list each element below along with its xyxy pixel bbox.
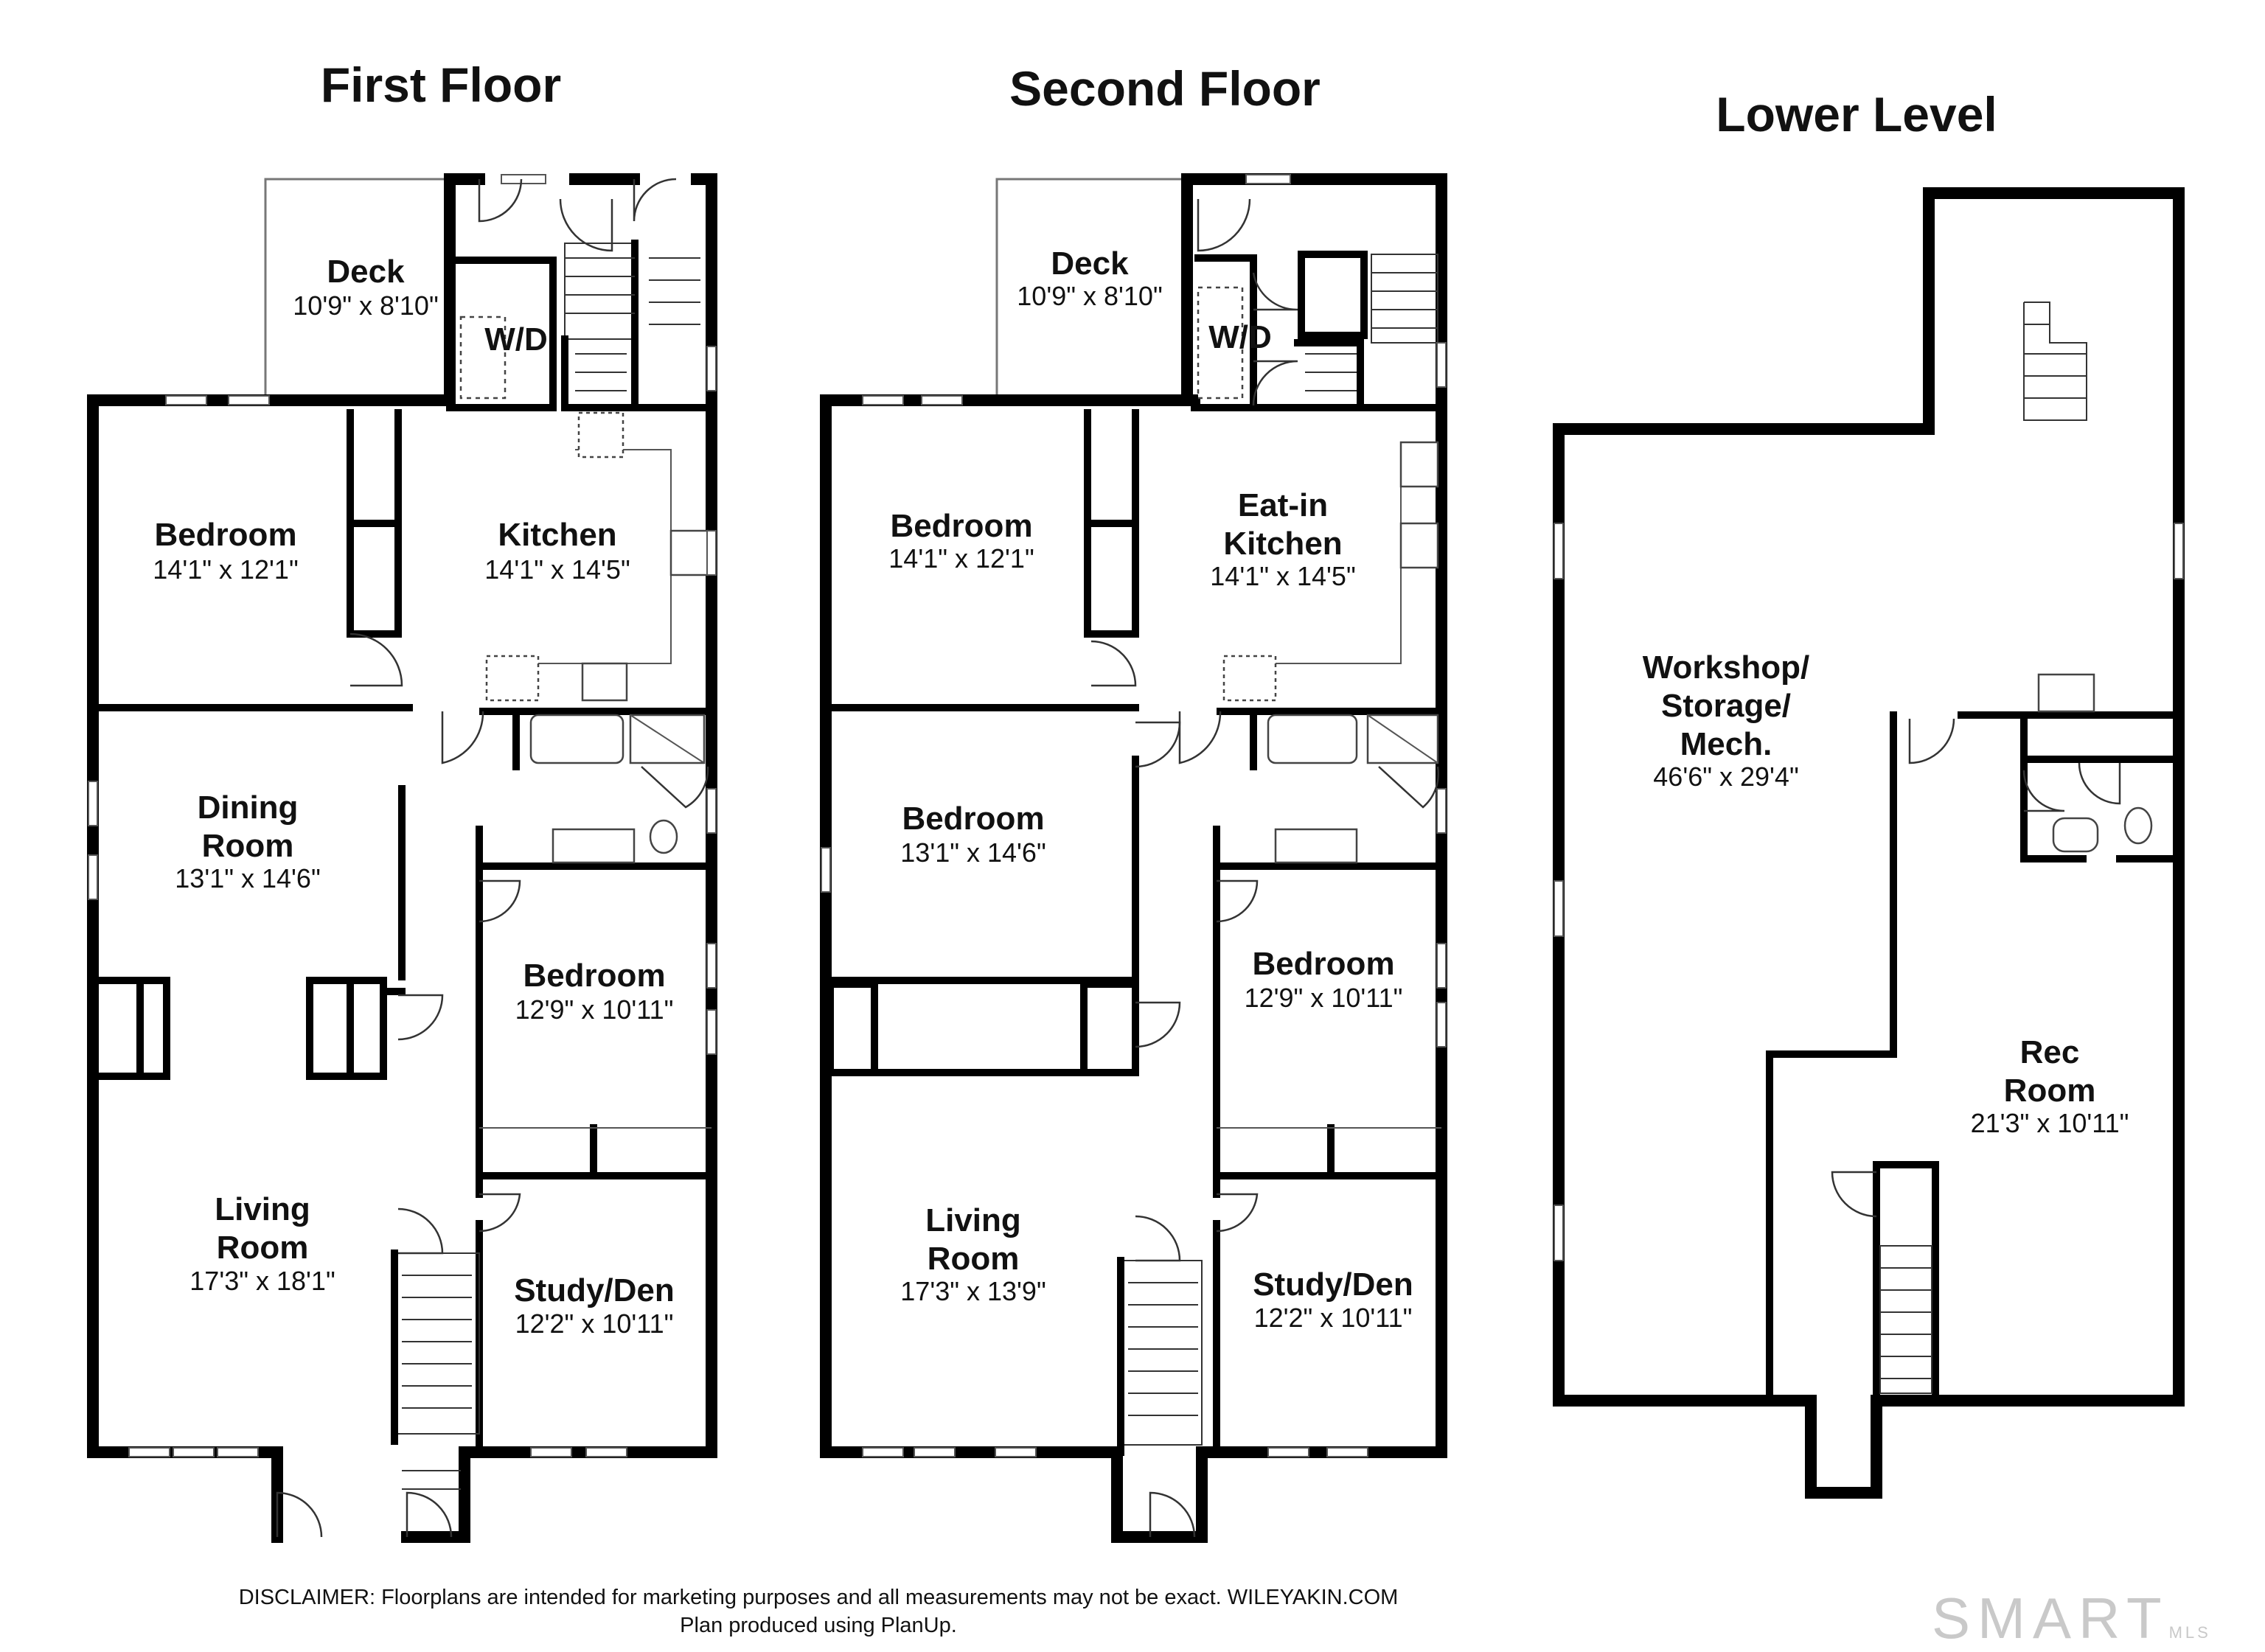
room-name-wd: W/D bbox=[484, 321, 548, 358]
room-dims-study-den: 12'2" x 10'11" bbox=[515, 1308, 674, 1339]
room-dims-bedroom-3: 14'1" x 12'1" bbox=[888, 543, 1034, 574]
disclaimer-line-1: DISCLAIMER: Floorplans are intended for … bbox=[238, 1586, 1399, 1609]
room-name-wd-2: W/D bbox=[1208, 319, 1272, 355]
room-dims-living-room-2: 17'3" x 13'9" bbox=[900, 1276, 1045, 1306]
room-name-study-den: Study/Den bbox=[514, 1272, 675, 1308]
second-floor-plan: Second Floor bbox=[820, 61, 1447, 1543]
disclaimer-line-2: Plan produced using PlanUp. bbox=[680, 1614, 957, 1637]
room-dims-deck: 10'9" x 8'10" bbox=[293, 290, 438, 321]
second-floor-title: Second Floor bbox=[1009, 61, 1321, 116]
disclaimer-text: DISCLAIMER: Floorplans are intended for … bbox=[0, 1583, 1637, 1639]
room-dims-bedroom: 14'1" x 12'1" bbox=[153, 554, 298, 585]
room-dims-bedroom-4: 13'1" x 14'6" bbox=[900, 837, 1045, 868]
room-name-kitchen: Kitchen bbox=[498, 517, 616, 553]
room-dims-eat-in-kitchen: 14'1" x 14'5" bbox=[1210, 561, 1355, 591]
room-name-deck: Deck bbox=[327, 254, 405, 290]
room-name-bedroom-3: Bedroom bbox=[890, 508, 1032, 544]
first-floor-title: First Floor bbox=[321, 57, 561, 112]
room-name-deck-2: Deck bbox=[1051, 245, 1129, 282]
room-dims-workshop-storage-mech: 46'6" x 29'4" bbox=[1653, 761, 1798, 792]
room-dims-bedroom-2: 12'9" x 10'11" bbox=[515, 994, 674, 1025]
room-name-bedroom-4: Bedroom bbox=[902, 801, 1044, 837]
room-name-workshop-storage-mech: Workshop/Storage/Mech. bbox=[1643, 649, 1810, 762]
room-name-bedroom: Bedroom bbox=[154, 517, 296, 553]
lower-level-title: Lower Level bbox=[1716, 87, 1997, 142]
room-dims-kitchen: 14'1" x 14'5" bbox=[484, 554, 630, 585]
room-dims-dining-room: 13'1" x 14'6" bbox=[175, 863, 320, 893]
room-name-bedroom-5: Bedroom bbox=[1252, 946, 1394, 982]
lower-level-plan: Lower Level bbox=[1553, 87, 2185, 1499]
room-dims-rec-room: 21'3" x 10'11" bbox=[1971, 1108, 2129, 1138]
room-dims-living-room: 17'3" x 18'1" bbox=[189, 1266, 335, 1296]
watermark-text: SMART bbox=[1932, 1586, 2169, 1651]
first-floor-plan: First Floor bbox=[87, 57, 717, 1543]
watermark-suffix: MLS bbox=[2168, 1623, 2211, 1642]
room-dims-bedroom-5: 12'9" x 10'11" bbox=[1245, 983, 1403, 1013]
smart-mls-watermark: SMARTMLS bbox=[1932, 1585, 2211, 1652]
room-dims-deck-2: 10'9" x 8'10" bbox=[1017, 281, 1162, 311]
room-name-bedroom-2: Bedroom bbox=[523, 958, 665, 994]
room-name-study-den-2: Study/Den bbox=[1253, 1266, 1413, 1303]
room-dims-study-den-2: 12'2" x 10'11" bbox=[1254, 1303, 1413, 1333]
